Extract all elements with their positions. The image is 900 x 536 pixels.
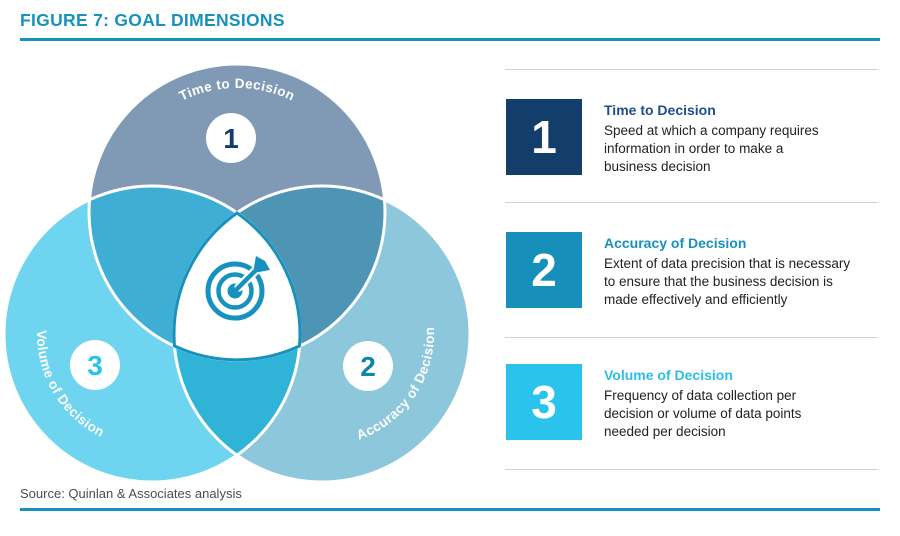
legend-panel: 1 Time to Decision Speed at which a comp… bbox=[505, 69, 878, 470]
legend-item-volume: 3 Volume of Decision Frequency of data c… bbox=[506, 364, 870, 441]
figure-title: FIGURE 7: GOAL DIMENSIONS bbox=[20, 10, 285, 30]
legend-item-time: 1 Time to Decision Speed at which a comp… bbox=[506, 99, 870, 176]
legend-title-accuracy: Accuracy of Decision bbox=[604, 235, 747, 251]
legend-item-accuracy: 2 Accuracy of Decision Extent of data pr… bbox=[506, 232, 870, 309]
legend-text-time: Time to Decision Speed at which a compan… bbox=[604, 99, 870, 176]
badge-time: 1 bbox=[206, 113, 256, 163]
separator bbox=[505, 337, 878, 338]
target-dart-icon bbox=[205, 255, 271, 321]
legend-text-accuracy: Accuracy of Decision Extent of data prec… bbox=[604, 232, 870, 309]
legend-number-box-3: 3 bbox=[506, 364, 582, 440]
svg-text:2: 2 bbox=[360, 351, 376, 382]
figure-header: FIGURE 7: GOAL DIMENSIONS bbox=[20, 10, 880, 41]
bottom-rule bbox=[20, 508, 880, 511]
badge-volume: 3 bbox=[70, 340, 120, 390]
separator bbox=[505, 469, 878, 470]
legend-description-volume: Frequency of data collection per decisio… bbox=[604, 388, 802, 439]
legend-description-accuracy: Extent of data precision that is necessa… bbox=[604, 256, 851, 307]
venn-diagram: Time to Decision Volume of Decision Accu… bbox=[2, 62, 472, 484]
legend-description-time: Speed at which a company requires inform… bbox=[604, 123, 819, 174]
badge-accuracy: 2 bbox=[343, 341, 393, 391]
legend-title-time: Time to Decision bbox=[604, 102, 716, 118]
svg-text:1: 1 bbox=[223, 123, 239, 154]
svg-text:3: 3 bbox=[87, 350, 103, 381]
separator bbox=[505, 202, 878, 203]
legend-number-box-2: 2 bbox=[506, 232, 582, 308]
legend-text-volume: Volume of Decision Frequency of data col… bbox=[604, 364, 870, 441]
separator bbox=[505, 69, 878, 70]
legend-title-volume: Volume of Decision bbox=[604, 367, 733, 383]
source-text: Source: Quinlan & Associates analysis bbox=[20, 486, 242, 501]
legend-number-box-1: 1 bbox=[506, 99, 582, 175]
